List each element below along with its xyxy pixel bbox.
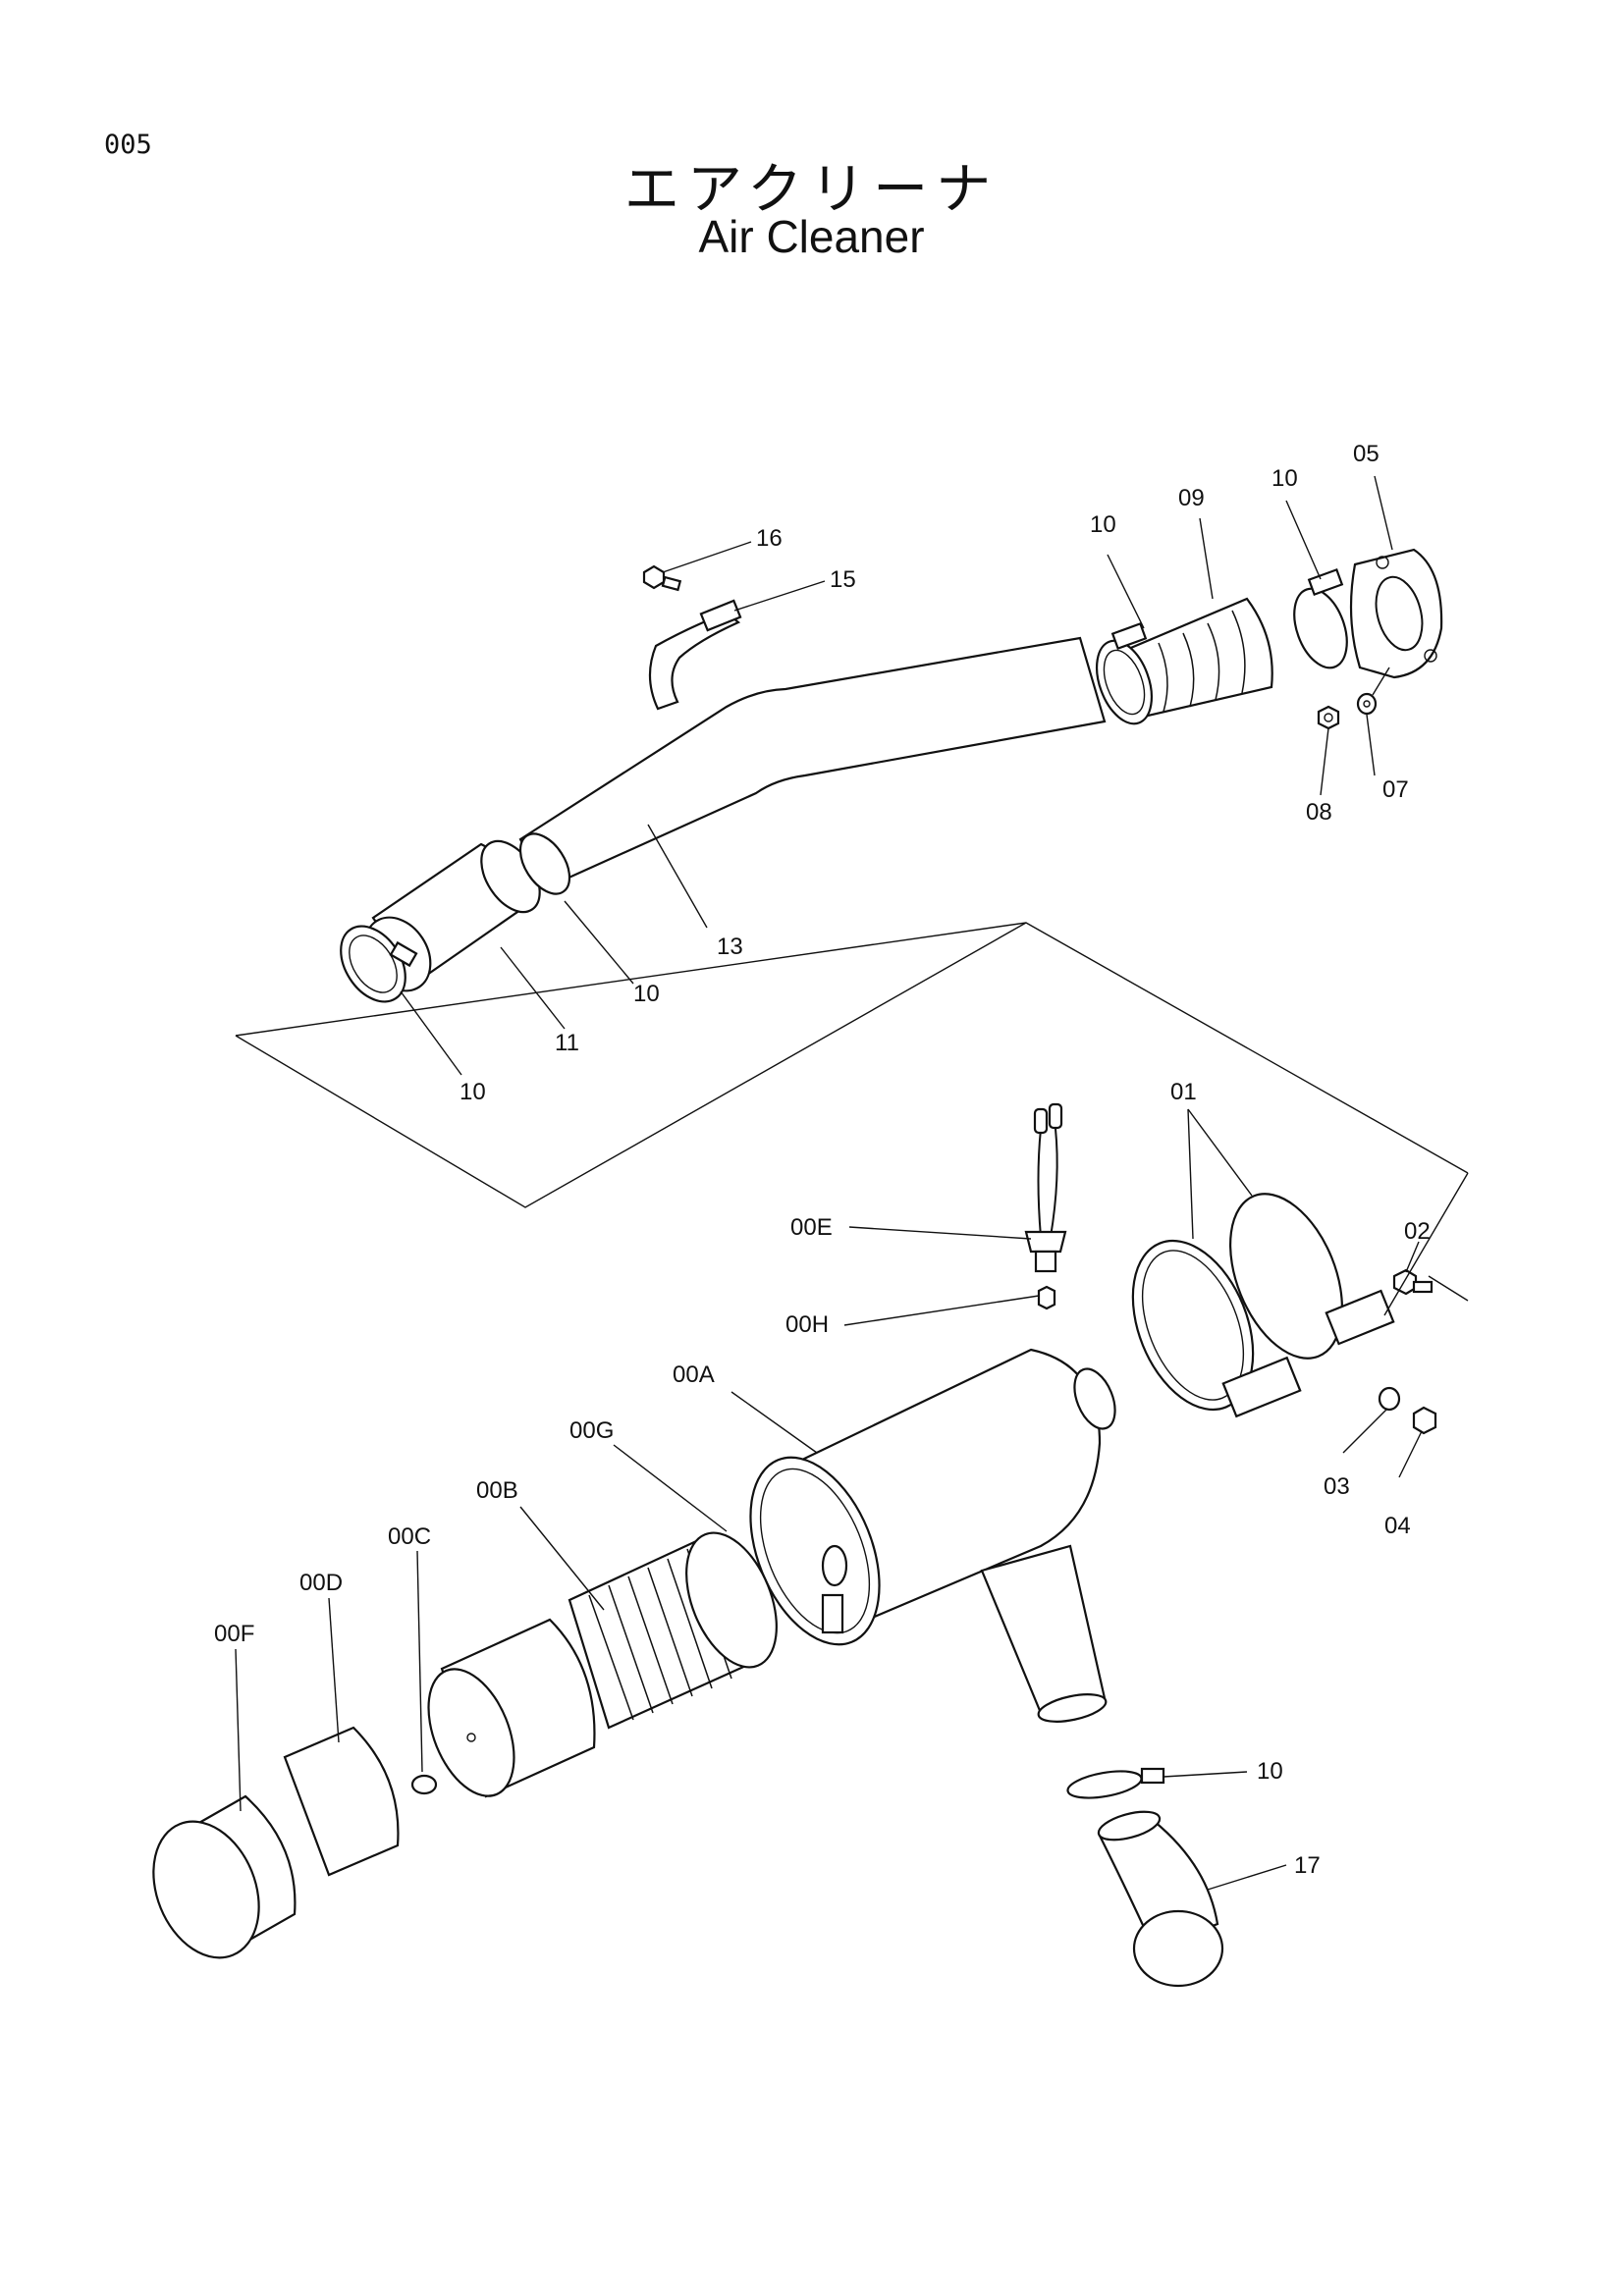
title-japanese: エアクリーナ <box>623 158 1000 222</box>
callout-17: 17 <box>1294 1852 1321 1879</box>
callout-00D: 00D <box>299 1570 343 1596</box>
filter-gasket-00G <box>685 1531 778 1669</box>
callout-10-top-right: 10 <box>1271 465 1298 492</box>
callout-00B: 00B <box>476 1477 518 1504</box>
callout-05: 05 <box>1353 441 1380 467</box>
callout-03: 03 <box>1324 1473 1350 1500</box>
wing-nut <box>821 1544 848 1587</box>
callout-13: 13 <box>717 934 743 960</box>
callout-10-top-left: 10 <box>1090 511 1116 538</box>
callout-00E: 00E <box>790 1214 833 1241</box>
callout-00H: 00H <box>785 1311 829 1338</box>
lower-outlet-pipe <box>980 1544 1107 1715</box>
callout-02: 02 <box>1404 1218 1431 1245</box>
callout-10-low: 10 <box>460 1079 486 1105</box>
bolt-02 <box>1392 1268 1418 1296</box>
nut-04 <box>1412 1406 1437 1435</box>
page-number: 005 <box>104 130 152 160</box>
callout-16: 16 <box>756 525 783 552</box>
callout-00A: 00A <box>673 1362 715 1388</box>
callout-00G: 00G <box>569 1417 614 1444</box>
leader-lines <box>235 475 1423 1891</box>
wing-nut-00C <box>410 1774 438 1795</box>
callout-01: 01 <box>1170 1079 1197 1105</box>
callout-15: 15 <box>830 566 856 593</box>
rubber-hose-bellows <box>1117 597 1273 719</box>
air-cleaner-assembly <box>152 1102 1469 1988</box>
mounting-band-front <box>1131 1239 1255 1412</box>
outlet-nozzle <box>1073 1367 1116 1430</box>
band-bracket <box>1221 1356 1302 1418</box>
washer-03 <box>1378 1386 1401 1412</box>
restriction-indicator <box>1024 1230 1067 1254</box>
callout-10-mid: 10 <box>633 981 660 1007</box>
callout-labels: 16 15 10 09 10 05 08 07 13 10 11 10 01 0… <box>214 441 1431 1879</box>
sensor-wire-a <box>1037 1128 1042 1238</box>
title-english: Air Cleaner <box>698 211 925 262</box>
adapter-fitting <box>1037 1285 1056 1310</box>
intake-hose-assembly <box>235 548 1469 1208</box>
hose-clamp-right-b <box>1293 587 1348 669</box>
callout-09: 09 <box>1178 485 1205 511</box>
callout-04: 04 <box>1384 1513 1411 1539</box>
clamp-screw-left <box>389 940 418 968</box>
callout-07: 07 <box>1382 776 1409 803</box>
intake-pipe <box>518 636 1107 890</box>
bolt-16-head <box>642 564 666 590</box>
callout-10-bottom: 10 <box>1257 1758 1283 1785</box>
callout-08: 08 <box>1306 799 1332 826</box>
sensor-wire-b <box>1050 1128 1058 1238</box>
washer-07 <box>1356 692 1378 716</box>
hose-clamp-bottom <box>1066 1770 1143 1799</box>
mounting-band-rear <box>1229 1193 1343 1360</box>
hose-clamp-right-a <box>1096 639 1153 725</box>
pipe-bracket <box>648 611 741 711</box>
clamp-bolt <box>821 1593 844 1634</box>
callout-00C: 00C <box>388 1523 431 1550</box>
callout-11: 11 <box>555 1030 579 1056</box>
nut-08 <box>1317 705 1340 730</box>
callout-00F: 00F <box>214 1621 254 1647</box>
cover-cap-ring <box>283 1726 400 1877</box>
flange-adapter <box>1349 548 1443 679</box>
